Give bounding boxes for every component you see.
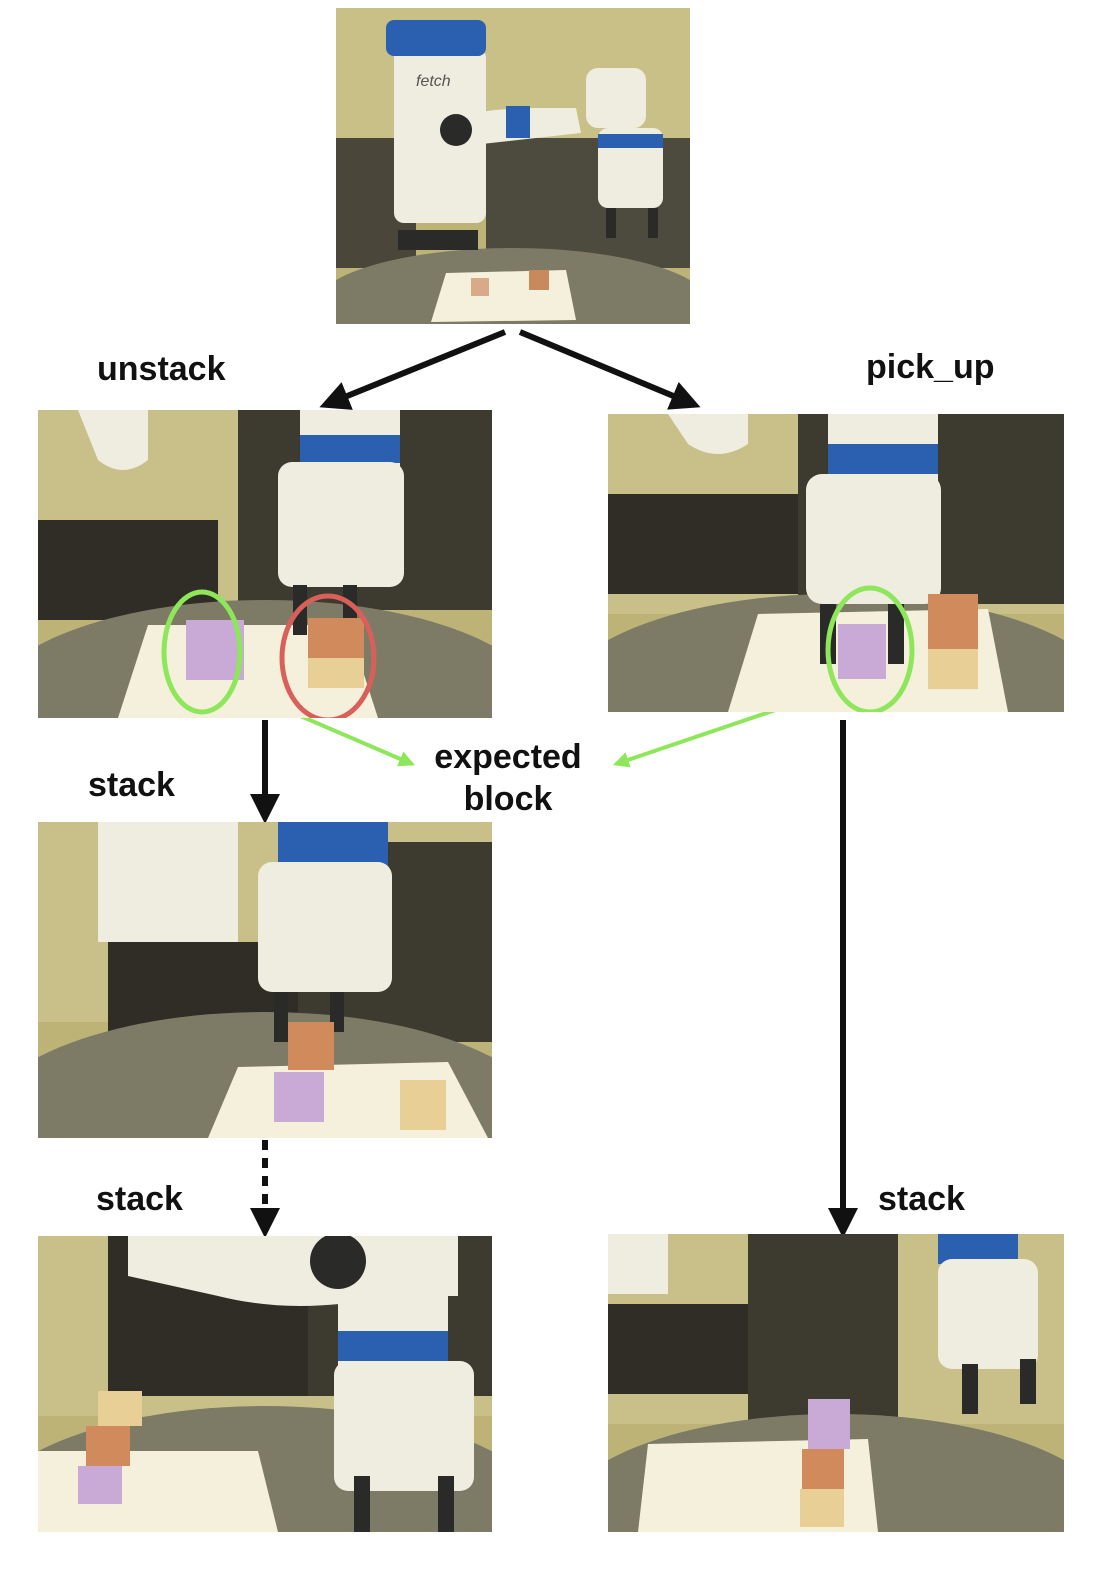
wrong-block-circle xyxy=(279,593,377,718)
expected-line-1: expected xyxy=(434,738,582,776)
photo-initial-state: fetch xyxy=(336,8,690,324)
expected-block-circle-pickup xyxy=(825,585,915,712)
photo-stack-left-1 xyxy=(38,822,492,1138)
photo-stack-left-2 xyxy=(38,1236,492,1532)
expected-block-circle xyxy=(161,589,243,715)
expected-block-label: expected block xyxy=(408,736,608,820)
robot-icon xyxy=(386,20,663,250)
label-stack-left-mid: stack xyxy=(88,766,175,804)
photo-stack-right xyxy=(608,1234,1064,1532)
label-pick-up: pick_up xyxy=(866,348,995,386)
label-unstack: unstack xyxy=(97,350,226,388)
label-stack-right-bottom: stack xyxy=(878,1180,965,1218)
label-stack-left-bottom: stack xyxy=(96,1180,183,1218)
photo-unstack xyxy=(38,410,492,718)
arrow-to-unstack xyxy=(319,329,507,410)
robot-brand-label: fetch xyxy=(416,73,451,90)
block-icon xyxy=(471,278,489,296)
arrow-to-pickup xyxy=(518,329,701,410)
photo-pick-up xyxy=(608,414,1064,712)
expected-line-2: block xyxy=(463,780,553,818)
